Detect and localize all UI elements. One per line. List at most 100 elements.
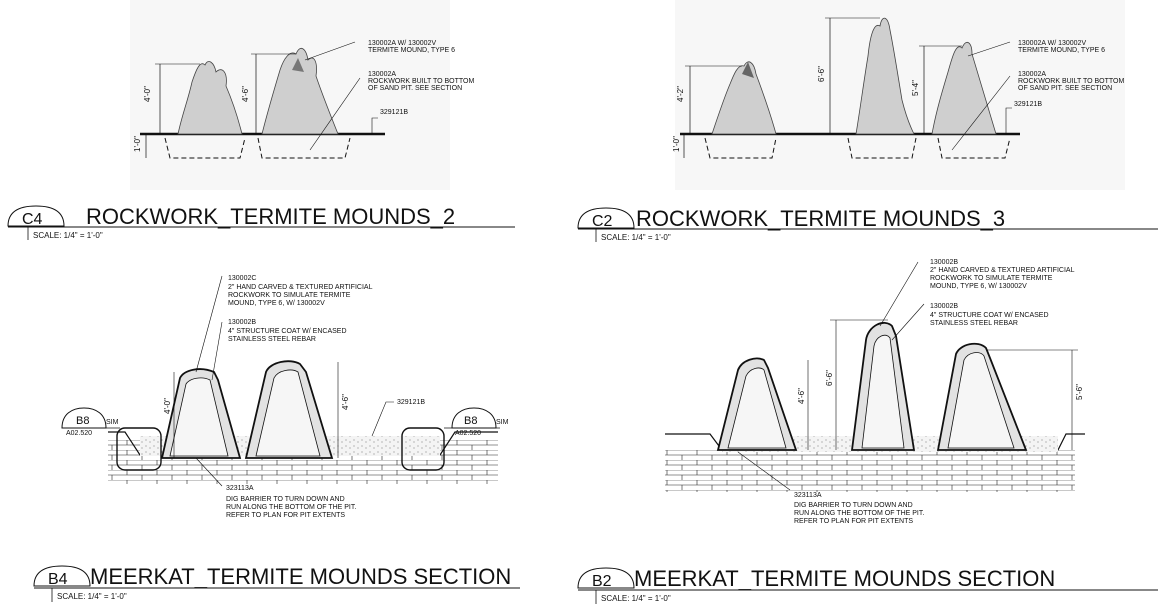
note-text: 4" STRUCTURE COAT W/ ENCASED bbox=[930, 312, 1049, 319]
section-id: B8 bbox=[464, 415, 477, 427]
note-text: ROCKWORK TO SIMULATE TERMITE bbox=[228, 292, 351, 299]
view-tag: B2 bbox=[592, 573, 612, 590]
dim-label: 4'-0" bbox=[143, 86, 152, 102]
detail-callout-box bbox=[116, 427, 162, 471]
dim-label: 1'-0" bbox=[672, 136, 681, 152]
view-tag-bubble bbox=[33, 565, 91, 587]
leader-line bbox=[211, 321, 223, 381]
note-text: REFER TO PLAN FOR PIT EXTENTS bbox=[226, 512, 345, 519]
title-block-b4: B4 MEERKAT_TERMITE MOUNDS SECTION SCALE:… bbox=[33, 564, 520, 602]
note-text: 2" HAND CARVED & TEXTURED ARTIFICIAL bbox=[228, 284, 373, 291]
view-title: MEERKAT_TERMITE MOUNDS SECTION bbox=[634, 566, 1055, 591]
dim-label: 5'-6" bbox=[1075, 384, 1084, 400]
note-text: ROCKWORK TO SIMULATE TERMITE bbox=[930, 275, 1053, 282]
note-text: 130002B bbox=[228, 319, 256, 326]
section-marker-right[interactable]: B8 SIM A02.520 bbox=[444, 407, 509, 437]
leader-line bbox=[891, 303, 925, 341]
view-tag-bubble bbox=[577, 567, 635, 589]
mound-shadow bbox=[742, 62, 754, 78]
view-title: ROCKWORK_TERMITE MOUNDS_2 bbox=[86, 204, 455, 229]
note-text: ROCKWORK BUILT TO BOTTOM bbox=[368, 78, 474, 85]
view-tag-bubble bbox=[577, 207, 635, 229]
footing-outline bbox=[847, 137, 917, 159]
note-text: 329121B bbox=[380, 109, 408, 116]
note-text: MOUND, TYPE 6, W/ 130002V bbox=[228, 300, 325, 307]
note-text: 130002C bbox=[228, 275, 256, 282]
note-text: 323113A bbox=[794, 492, 822, 499]
note-text: 329121B bbox=[397, 399, 425, 406]
leader-line bbox=[737, 451, 791, 491]
note-text: TERMITE MOUND, TYPE 6 bbox=[1018, 47, 1105, 54]
section-bubble bbox=[451, 407, 497, 429]
note-text: 2" HAND CARVED & TEXTURED ARTIFICIAL bbox=[930, 267, 1075, 274]
dim-label: 4'-6" bbox=[341, 394, 350, 410]
note-text: DIG BARRIER TO TURN DOWN AND bbox=[226, 496, 345, 503]
leader-line bbox=[879, 261, 919, 327]
view-tag-bubble bbox=[7, 205, 65, 227]
mound-core-1 bbox=[169, 377, 229, 457]
leader-line bbox=[195, 457, 223, 487]
view-scale: SCALE: 1/4" = 1'-0" bbox=[601, 233, 671, 242]
note-text: TERMITE MOUND, TYPE 6 bbox=[368, 47, 455, 54]
note-text: ROCKWORK BUILT TO BOTTOM bbox=[1018, 78, 1124, 85]
note-text: 4" STRUCTURE COAT W/ ENCASED bbox=[228, 328, 347, 335]
mound-core-2 bbox=[255, 369, 321, 457]
termite-mound-1 bbox=[177, 61, 243, 135]
dim-label: 5'-4" bbox=[911, 80, 920, 96]
mound-core-2 bbox=[861, 334, 905, 449]
dim-label: 1'-0" bbox=[133, 136, 142, 152]
note-text: 323113A bbox=[226, 485, 254, 492]
footing-outline bbox=[164, 137, 246, 159]
mound-core-1 bbox=[727, 367, 787, 449]
dim-label: 4'-2" bbox=[676, 86, 685, 102]
note-text: 130002A W/ 130002V bbox=[368, 40, 436, 47]
leader-line bbox=[309, 77, 361, 151]
mound-shadow bbox=[292, 58, 304, 72]
view-c2-elevation: 4'-2" 6'-6" 5'-4" 1'-0" 130002A W/ 13000… bbox=[672, 0, 1125, 190]
note-text: REFER TO PLAN FOR PIT EXTENTS bbox=[794, 518, 913, 525]
note-text: 130002A bbox=[368, 71, 396, 78]
view-c4-elevation: 4'-0" 4'-6" 1'-0" 130002A W/ 130002V TER… bbox=[130, 0, 474, 190]
view-tag: C2 bbox=[592, 213, 613, 230]
leader-line bbox=[967, 41, 1011, 57]
view-b2-section: 4'-6" 6'-6" 5'-6" 130002B 2" HAND CARVED… bbox=[665, 259, 1085, 525]
note-text: 130002A W/ 130002V bbox=[1018, 40, 1086, 47]
dim-label: 4'-6" bbox=[241, 86, 250, 102]
section-marker-left[interactable]: B8 SIM A02.520 bbox=[61, 407, 120, 437]
detail-callout-box bbox=[401, 427, 445, 471]
footing-outline bbox=[257, 137, 351, 159]
termite-mound-2 bbox=[855, 17, 915, 135]
view-tag: C4 bbox=[22, 211, 43, 228]
section-sim: SIM bbox=[106, 419, 119, 426]
leader-line bbox=[951, 75, 1011, 151]
termite-mound-2 bbox=[261, 47, 339, 135]
note-text: OF SAND PIT. SEE SECTION bbox=[1018, 85, 1112, 92]
section-id: B8 bbox=[76, 415, 89, 427]
section-sim: SIM bbox=[496, 419, 509, 426]
view-title: MEERKAT_TERMITE MOUNDS SECTION bbox=[90, 564, 511, 589]
note-text: 130002B bbox=[930, 259, 958, 266]
section-sheet: A02.520 bbox=[66, 430, 92, 437]
view-title: ROCKWORK_TERMITE MOUNDS_3 bbox=[636, 206, 1005, 231]
dim-label: 6'-6" bbox=[825, 370, 834, 386]
note-text: RUN ALONG THE BOTTOM OF THE PIT. bbox=[794, 510, 924, 517]
dim-label: 6'-6" bbox=[817, 66, 826, 82]
view-scale: SCALE: 1/4" = 1'-0" bbox=[601, 594, 671, 603]
termite-mound-1 bbox=[711, 61, 777, 135]
note-text: STAINLESS STEEL REBAR bbox=[930, 320, 1018, 327]
subgrade-hatch bbox=[665, 450, 1075, 492]
note-text: DIG BARRIER TO TURN DOWN AND bbox=[794, 502, 913, 509]
title-block-b2: B2 MEERKAT_TERMITE MOUNDS SECTION SCALE:… bbox=[577, 566, 1158, 604]
view-scale: SCALE: 1/4" = 1'-0" bbox=[57, 592, 127, 601]
view-b4-section: 4'-0" 4'-6" 130002C 2" HAND CARVED & TEX… bbox=[61, 275, 509, 519]
note-text: 329121B bbox=[1014, 101, 1042, 108]
note-text: MOUND, TYPE 6, W/ 130002V bbox=[930, 283, 1027, 290]
note-text: RUN ALONG THE BOTTOM OF THE PIT. bbox=[226, 504, 356, 511]
leader-line bbox=[371, 401, 394, 437]
dim-label: 4'-6" bbox=[797, 388, 806, 404]
footing-outline bbox=[704, 137, 777, 159]
note-text: 130002A bbox=[1018, 71, 1046, 78]
leader-line bbox=[195, 275, 223, 373]
view-scale: SCALE: 1/4" = 1'-0" bbox=[33, 231, 103, 240]
